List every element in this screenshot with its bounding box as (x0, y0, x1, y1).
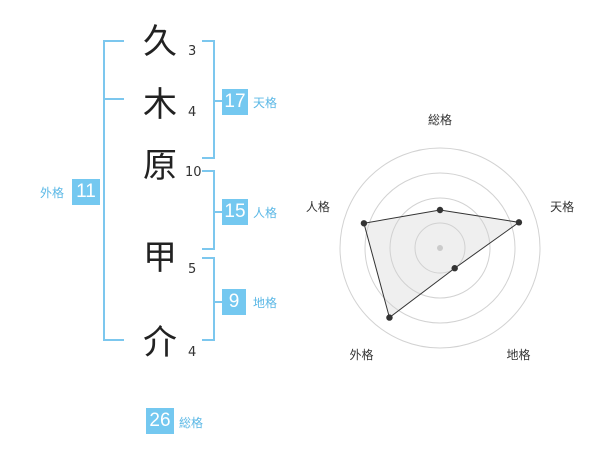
radar-axis-label-4: 外格 (349, 347, 373, 362)
tenkaku-label: 天格 (253, 96, 278, 110)
chikaku-value: 9 (222, 289, 246, 315)
stroke-count-1: 3 (188, 44, 197, 59)
name-char-1: 久 (143, 22, 177, 62)
radar-axis-label-2: 天格 (550, 199, 574, 214)
chikaku-label: 地格 (253, 296, 278, 310)
radar-point-1 (436, 206, 444, 214)
gaikaku-label: 外格 (40, 186, 65, 200)
gaikaku-value: 11 (72, 179, 100, 205)
radar-ring-1 (414, 222, 466, 274)
stroke-count-4: 5 (188, 262, 197, 277)
radar-series-polygon (363, 209, 521, 319)
radar-point-5 (360, 220, 368, 227)
radar-ring-4 (339, 147, 541, 349)
chikaku-bracket (202, 257, 215, 341)
radar-point-2 (515, 219, 523, 226)
tenkaku-bracket (202, 40, 215, 159)
jinkaku-bracket (202, 170, 215, 250)
stroke-count-5: 4 (188, 345, 197, 360)
radar-axis-label-3: 地格 (507, 347, 531, 362)
radar-ring-2 (389, 197, 491, 299)
radar-ring-3 (364, 172, 516, 324)
jinkaku-value: 15 (222, 199, 248, 225)
tenkaku-value: 17 (222, 89, 248, 115)
jinkaku-label: 人格 (253, 206, 278, 220)
soukaku-label: 総格 (179, 416, 204, 430)
name-char-2: 木 (143, 85, 177, 125)
stroke-count-2: 4 (188, 105, 197, 120)
radar-axis-label-1: 総格 (428, 112, 452, 127)
stroke-count-3: 10 (185, 165, 202, 180)
gaikaku-bracket (103, 40, 124, 341)
name-char-5: 介 (143, 323, 177, 363)
radar-point-3 (451, 265, 458, 272)
soukaku-value: 26 (146, 408, 174, 434)
radar-point-4 (386, 314, 393, 321)
name-char-4: 甲 (143, 238, 177, 278)
radar-axis-label-5: 人格 (306, 199, 330, 214)
name-char-3: 原 (143, 146, 177, 186)
radar-center (437, 245, 443, 251)
